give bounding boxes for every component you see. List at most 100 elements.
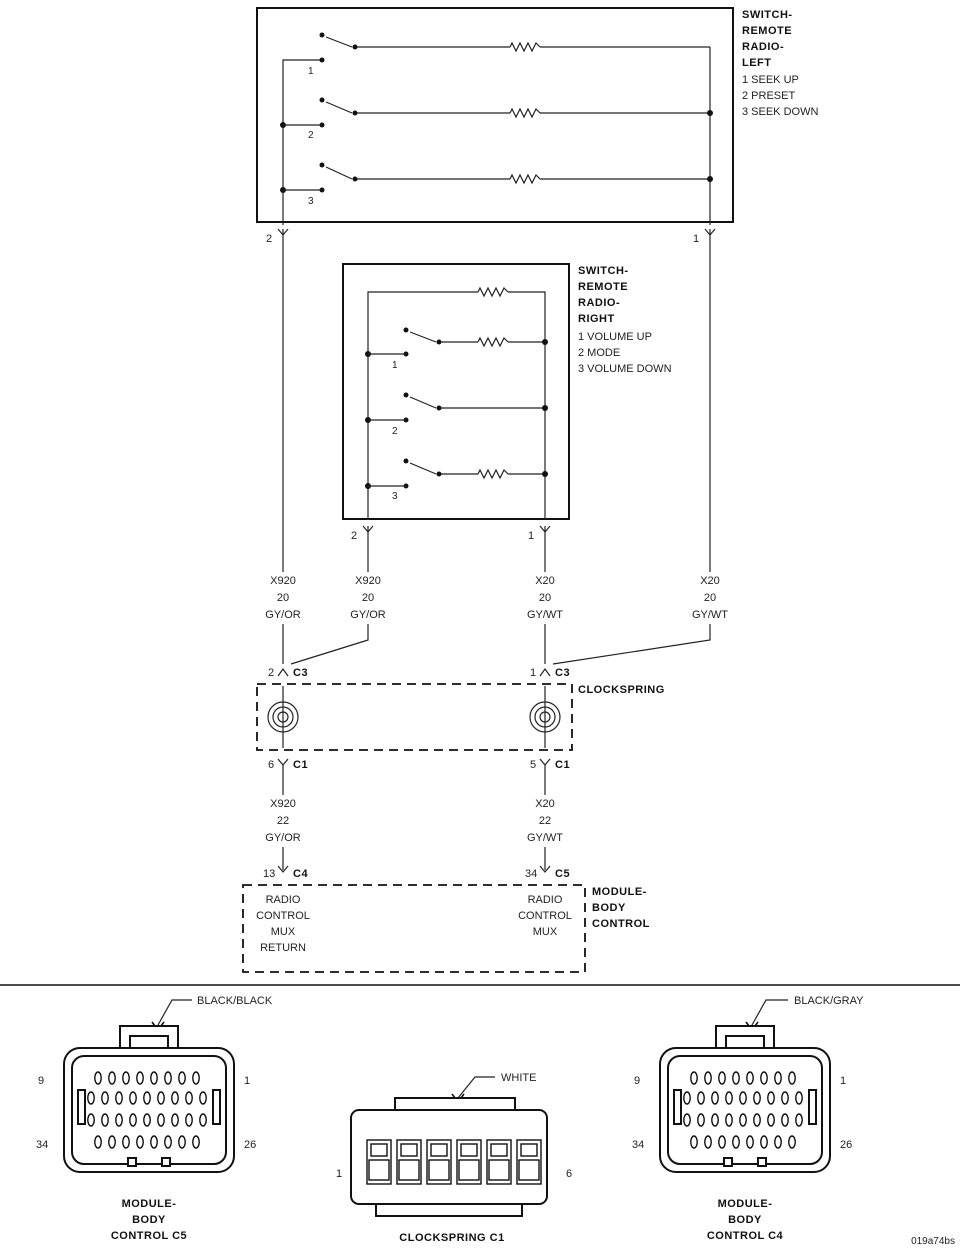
bcm-right-pin: 34: [525, 868, 537, 880]
pin-cavity: [115, 1091, 123, 1105]
pin-cavity: [725, 1113, 733, 1127]
c4-pin-grid: [683, 1071, 803, 1149]
bcm-title-3: CONTROL: [592, 918, 650, 930]
pin-cavity: [94, 1135, 102, 1149]
bcm-left-func-1: RADIO: [266, 894, 301, 906]
clockspring-c1-right-conn: C1: [555, 759, 570, 771]
pin-cavity: [192, 1071, 200, 1085]
clockspring-c3-left-pin: 2: [268, 667, 274, 679]
wire-4-color: GY/WT: [692, 609, 728, 621]
switch-left-contact-3: 3: [280, 162, 713, 207]
switch-left-title-1: SWITCH-: [742, 9, 793, 21]
wire-x20-splice: [552, 624, 711, 665]
pin-cavity: [122, 1071, 130, 1085]
switch-right-contact-1: 1: [365, 327, 548, 371]
switch-remote-radio-right: SWITCH- REMOTE RADIO- RIGHT 1 VOLUME UP …: [342, 263, 672, 542]
connector-c4-face: BLACK/GRAY 9 1 34 26 MODULE- BODY CONTRO…: [632, 995, 864, 1242]
wire-6-color: GY/WT: [527, 832, 563, 844]
module-body-control: 13 C4 34 C5 MODULE- BODY CONTROL RADIO C…: [242, 865, 650, 973]
pin-cavity: [718, 1135, 726, 1149]
c5-pin-34: 34: [36, 1139, 48, 1151]
wire-5-gauge: 22: [277, 815, 289, 827]
clockspring-coil-right-icon: [529, 701, 561, 733]
switch-left-item-1: 1 SEEK UP: [742, 74, 799, 86]
wire-4-circuit: X20: [700, 575, 720, 587]
pin-cavity: [732, 1071, 740, 1085]
pin-cavity: [746, 1135, 754, 1149]
switch-right-item-2: 2 MODE: [578, 347, 620, 359]
clockspring-title: CLOCKSPRING: [578, 684, 665, 696]
pin-cavity: [143, 1113, 151, 1127]
switch-left-num-1: 1: [308, 66, 314, 77]
switch-remote-radio-left: SWITCH- REMOTE RADIO- LEFT 1 SEEK UP 2 P…: [256, 7, 818, 245]
switch-right-num-3: 3: [392, 491, 398, 502]
pin-cavity: [171, 1091, 179, 1105]
bcm-left-pin: 13: [263, 868, 275, 880]
pin-cavity: [683, 1113, 691, 1127]
switch-right-title-3: RADIO-: [578, 297, 620, 309]
switch-left-title-4: LEFT: [742, 57, 772, 69]
wire-1-gauge: 20: [277, 592, 289, 604]
switch-left-contact-2: 2: [280, 97, 713, 141]
pin-cavity: [150, 1071, 158, 1085]
pin-cavity: [781, 1091, 789, 1105]
pin-cavity: [143, 1091, 151, 1105]
switch-left-pin-left: 2: [266, 233, 272, 245]
wire-label-3: X20 20 GY/WT: [527, 575, 563, 621]
pin-cavity: [164, 1071, 172, 1085]
c5-color: BLACK/BLACK: [197, 995, 273, 1007]
bcm-right-func-1: RADIO: [528, 894, 563, 906]
c4-pin-34: 34: [632, 1139, 644, 1151]
clockspring-c1-title: CLOCKSPRING C1: [399, 1232, 504, 1244]
connector-c5-face: BLACK/BLACK 9 1 34 26 MODULE- BODY CONTR…: [36, 995, 273, 1242]
c5-pin-1: 1: [244, 1075, 250, 1087]
bcm-box: [242, 884, 586, 973]
pin-cavity: [746, 1071, 754, 1085]
wire-label-4: X20 20 GY/WT: [692, 575, 728, 621]
pin-cavity: [697, 1113, 705, 1127]
pin-cavity: [739, 1113, 747, 1127]
wire-5-color: GY/OR: [265, 832, 301, 844]
c5-pin-26: 26: [244, 1139, 256, 1151]
switch-left-common-bus: [282, 59, 322, 225]
connector-clockspring-c1-face: WHITE 1 6 CLOCKSPRING C1: [336, 1072, 572, 1244]
pin-cavity: [157, 1113, 165, 1127]
pin-cavity: [185, 1113, 193, 1127]
pin-cavity: [178, 1135, 186, 1149]
switch-right-num-2: 2: [392, 426, 398, 437]
pin-cavity: [178, 1071, 186, 1085]
pin-cavity: [101, 1113, 109, 1127]
wire-6-gauge: 22: [539, 815, 551, 827]
clockspring-c3-right-pin: 1: [530, 667, 536, 679]
pin-cavity: [795, 1091, 803, 1105]
c4-pin-26: 26: [840, 1139, 852, 1151]
wire-2-color: GY/OR: [350, 609, 386, 621]
c4-pin-1: 1: [840, 1075, 846, 1087]
wire-1-color: GY/OR: [265, 609, 301, 621]
c4-title-3: CONTROL C4: [707, 1230, 784, 1242]
pin-cavity: [101, 1091, 109, 1105]
pin-cavity: [795, 1113, 803, 1127]
c4-title-2: BODY: [728, 1214, 762, 1226]
switch-left-box: [256, 7, 734, 223]
pin-cavity: [753, 1091, 761, 1105]
pin-cavity: [760, 1071, 768, 1085]
bcm-left-conn: C4: [293, 868, 308, 880]
switch-left-title-2: REMOTE: [742, 25, 792, 37]
bcm-title-2: BODY: [592, 902, 626, 914]
wire-4-gauge: 20: [704, 592, 716, 604]
pin-cavity: [129, 1113, 137, 1127]
switch-right-common-bus: [367, 291, 478, 520]
pin-cavity: [108, 1071, 116, 1085]
c5-pin-9: 9: [38, 1075, 44, 1087]
pin-cavity: [711, 1113, 719, 1127]
clockspring: 2 C3 1 C3 CLOCKSPRING 6 C1 5 C1: [256, 667, 665, 771]
pin-cavity: [199, 1113, 207, 1127]
pin-cavity: [690, 1071, 698, 1085]
bcm-left-func-4: RETURN: [260, 942, 306, 954]
upper-wires: X920 20 GY/OR X920 20 GY/OR X20 20 GY/WT…: [265, 229, 728, 665]
switch-left-pin-right: 1: [693, 233, 699, 245]
clockspring-c1-right-pin: 5: [530, 759, 536, 771]
pin-cavity: [690, 1135, 698, 1149]
